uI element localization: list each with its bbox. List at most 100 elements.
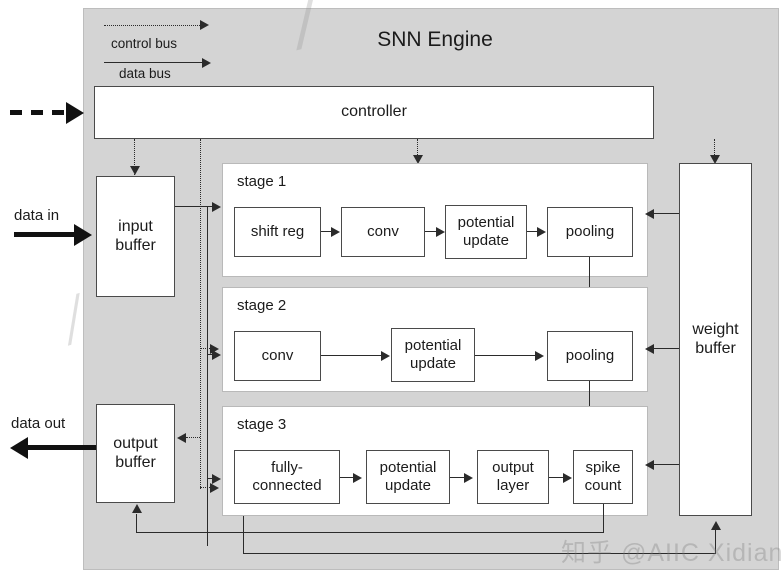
stage-3-block-output-layer[interactable]: output layer (477, 450, 549, 504)
stage-1-block-potential-update-line2: update (463, 232, 509, 249)
stage-2-block-pooling[interactable]: pooling (547, 331, 633, 381)
stage-3-block-potential-update-line1: potential (379, 459, 437, 477)
control-branch-stage-2 (200, 348, 212, 349)
controller-block[interactable]: controller (94, 86, 654, 139)
data-out-label: data out (11, 415, 66, 432)
weight-buffer-label-line2: buffer (695, 339, 736, 357)
arrow-head-fc-potential-3 (353, 472, 362, 483)
stage-3-block-spike-count[interactable]: spike count (573, 450, 633, 504)
output-buffer-label-line2: buffer (115, 453, 156, 471)
stage-3-block-fully-connected-line1: fully- (271, 459, 303, 477)
data-branch-stage-3 (207, 478, 213, 480)
weight-buffer-block[interactable]: weight buffer (679, 163, 752, 516)
data-bus-trunk (207, 206, 209, 546)
arrow-head-shiftreg-conv (331, 226, 340, 237)
stage-1-block-potential-update-line1: potential (457, 214, 515, 232)
stage-2-block-conv-label: conv (261, 347, 294, 365)
data-arrow-stage-3 (212, 473, 221, 484)
arrow-head-potential-pooling-1 (537, 226, 546, 237)
arrow-head-potential-pooling-2 (535, 350, 544, 361)
stage-1-label: stage 1 (237, 173, 287, 190)
arrow-line-potential-pooling-1 (527, 231, 540, 233)
arrow-line-conv-potential-1 (425, 231, 439, 233)
stage-2-block-potential-update-line1: potential (404, 337, 462, 355)
data-branch-stage-2 (207, 354, 213, 356)
stage-3-block-potential-update-line2: update (385, 477, 431, 494)
input-buffer-label-line2: buffer (115, 236, 156, 254)
arrow-line-potential-pooling-2 (475, 355, 538, 357)
stage-3-block-potential-update[interactable]: potential update (366, 450, 450, 504)
weight-arrow-to-stage-3 (645, 459, 654, 470)
watermark-handle: 知乎 @AIIC Xidian (561, 533, 782, 569)
weight-feed-vertical (715, 527, 717, 554)
arrow-line-conv-potential-2 (321, 355, 384, 357)
control-line-to-weight-buffer (714, 139, 715, 161)
weight-line-to-stage-3 (653, 464, 679, 466)
control-arrow-input-buffer (129, 166, 140, 175)
data-line-stage2-to-stage3 (589, 381, 591, 423)
stage-3-block-fully-connected[interactable]: fully- connected (234, 450, 340, 504)
data-out-arrowhead (10, 436, 28, 459)
stage-2-block-potential-update-line2: update (410, 355, 456, 372)
stage-1-block-shift-reg-label: shift reg (250, 223, 305, 241)
legend-data-bus-arrowhead (202, 57, 211, 68)
feedback-arrowhead-output-buffer (131, 504, 142, 513)
stage-3-label: stage 3 (237, 416, 287, 433)
data-arrow-stage-2 (212, 349, 221, 360)
control-arrow-stage-1 (412, 155, 423, 164)
arrow-head-conv-potential-1 (436, 226, 445, 237)
control-branch-stage-3 (200, 487, 212, 488)
feedback-line-spike-down (603, 504, 605, 533)
arrow-head-conv-potential-2 (381, 350, 390, 361)
arrow-head-output-spike-3 (563, 472, 572, 483)
legend-data-bus-line (104, 62, 204, 64)
data-in-line (14, 232, 78, 237)
control-branch-output-buffer (186, 437, 200, 438)
arrow-line-shiftreg-conv (321, 231, 334, 233)
stage-3-block-output-layer-line1: output (492, 459, 534, 477)
control-arrow-stage-2 (210, 343, 219, 354)
arrow-line-output-spike-3 (549, 477, 566, 479)
stage-2-label: stage 2 (237, 297, 287, 314)
legend-control-bus-arrowhead (200, 20, 209, 30)
stage-1-block-potential-update[interactable]: potential update (445, 205, 527, 259)
page-title: SNN Engine (377, 28, 493, 51)
weight-arrow-to-stage-2 (645, 343, 654, 354)
stage-3-block-fully-connected-line2: connected (252, 477, 322, 494)
input-buffer-block[interactable]: input buffer (96, 176, 175, 297)
weight-line-to-stage-1 (653, 213, 679, 215)
stage-1-block-conv[interactable]: conv (341, 207, 425, 257)
control-arrow-weight-buffer (709, 155, 720, 164)
output-buffer-block[interactable]: output buffer (96, 404, 175, 503)
stage-3-block-spike-count-line1: spike (585, 459, 621, 477)
stage-3-block-output-layer-line2: layer (496, 477, 530, 494)
feedback-line-horizontal (136, 532, 604, 534)
stage-1-block-pooling-label: pooling (565, 223, 615, 241)
data-out-line (28, 445, 96, 450)
control-line-to-input-buffer (134, 139, 135, 175)
weight-feed-riser (243, 516, 245, 554)
watermark-logo-text: 知乎 (561, 539, 614, 567)
stage-2-block-pooling-label: pooling (565, 347, 615, 365)
weight-buffer-label-line1: weight (692, 320, 739, 338)
stage-3-block-spike-count-line2: count (584, 477, 622, 494)
watermark-handle-text: @AIIC Xidian (620, 539, 782, 567)
data-in-arrowhead (74, 223, 92, 246)
arrow-line-potential-output-3 (450, 477, 467, 479)
stage-1-block-conv-label: conv (367, 223, 399, 241)
stage-2-block-potential-update[interactable]: potential update (391, 328, 475, 382)
stage-1-block-shift-reg[interactable]: shift reg (234, 207, 321, 257)
arrow-head-potential-output-3 (464, 472, 473, 483)
input-buffer-label-line1: input (118, 217, 153, 235)
stage-1-block-pooling[interactable]: pooling (547, 207, 633, 257)
control-line-to-stage-1 (417, 139, 418, 161)
external-control-input-arrowhead (66, 101, 84, 124)
data-line-stage1-to-stage2 (589, 257, 591, 303)
feedback-line-riser (136, 514, 138, 533)
stage-2-block-conv[interactable]: conv (234, 331, 321, 381)
control-arrow-stage-3 (210, 482, 219, 493)
legend-control-bus-line (104, 25, 202, 26)
data-line-input-buffer-out (175, 206, 214, 208)
data-in-label: data in (14, 207, 60, 224)
